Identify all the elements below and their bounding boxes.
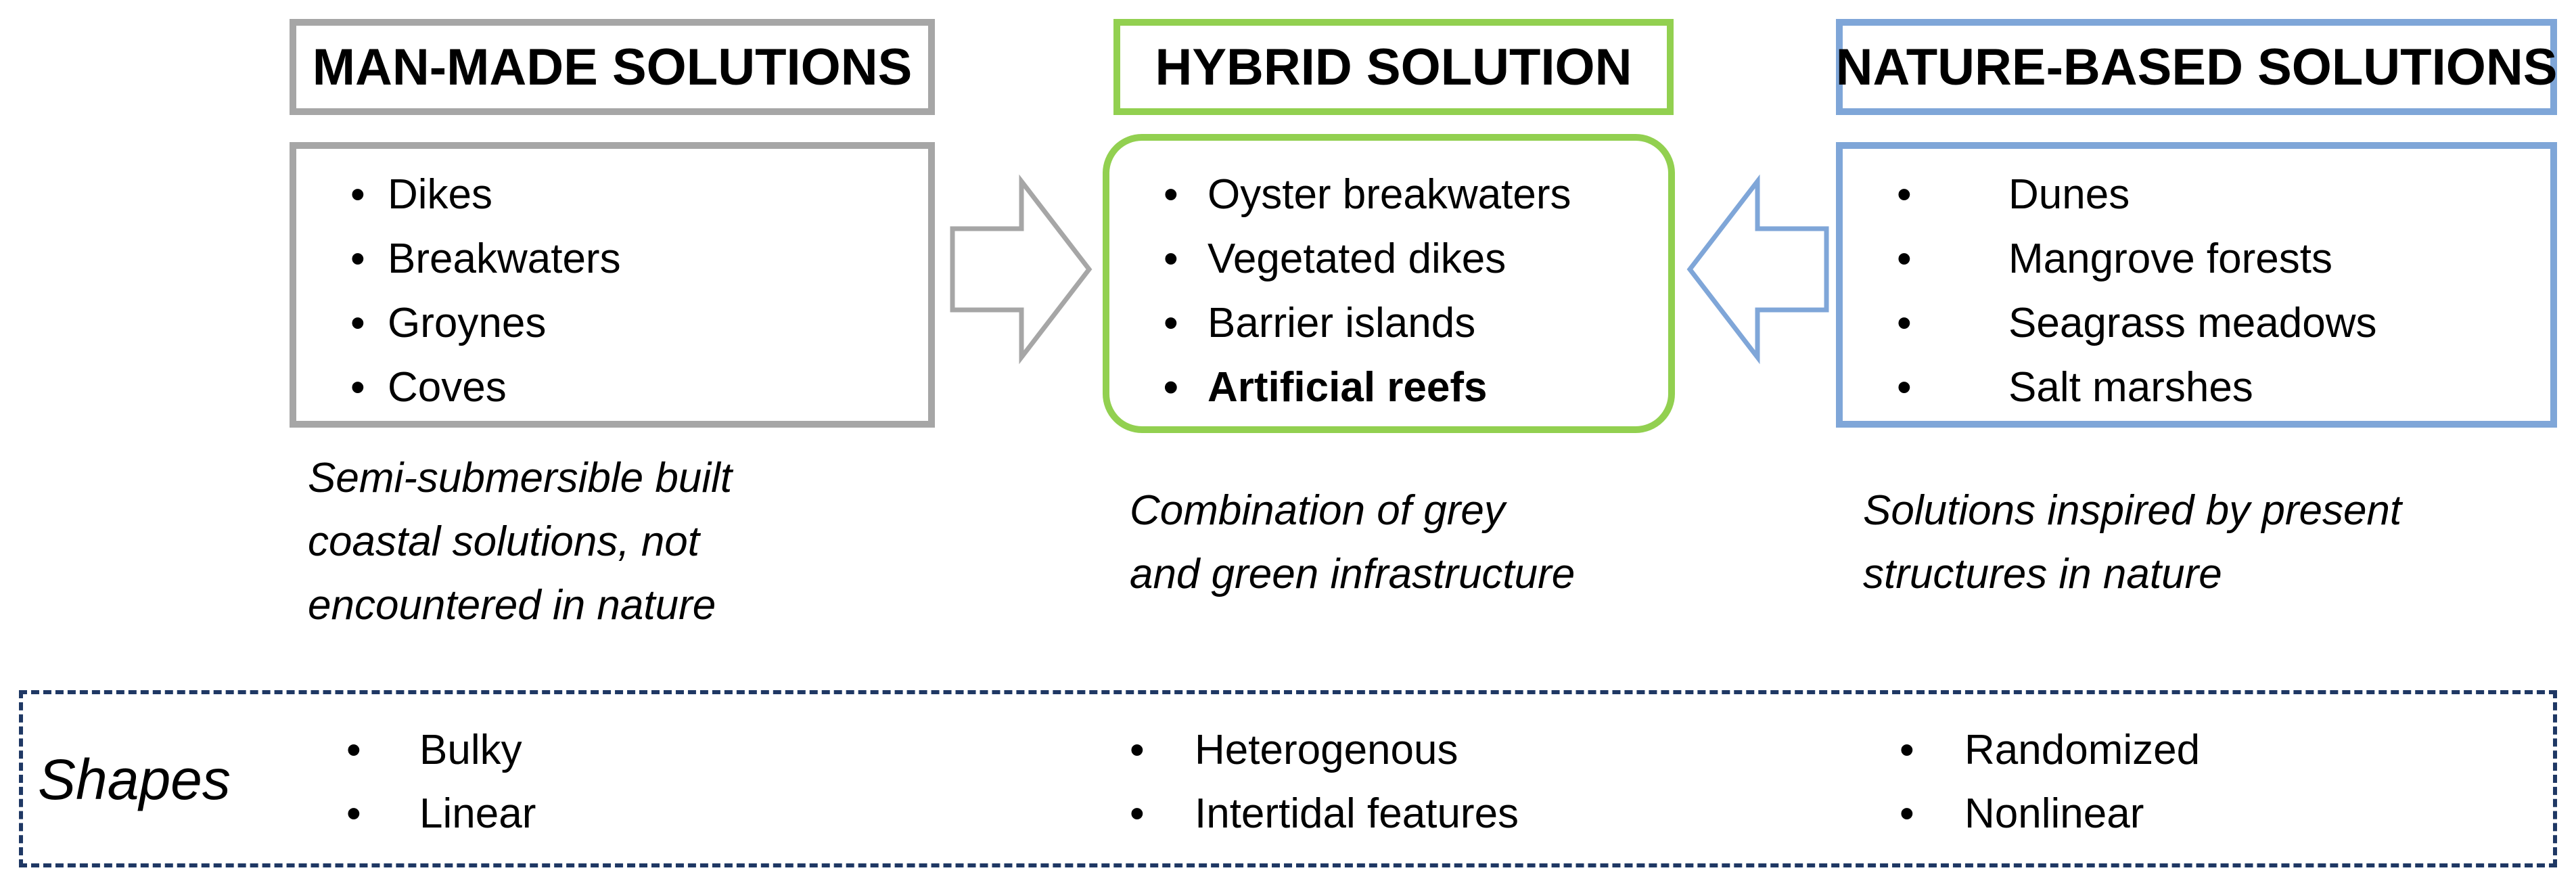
shapes-hybrid-list: Heterogenous Intertidal features — [1108, 719, 1519, 846]
man-made-list-box: Dikes Breakwaters Groynes Coves — [290, 142, 935, 428]
shape-item: Nonlinear — [1878, 782, 2200, 846]
nature-item: Salt marshes — [1843, 355, 2550, 420]
nature-header: NATURE-BASED SOLUTIONS — [1836, 19, 2557, 115]
shape-item: Heterogenous — [1108, 719, 1519, 782]
shape-item: Linear — [325, 782, 536, 846]
shapes-title: Shapes — [38, 748, 231, 811]
man-made-item: Dikes — [296, 162, 928, 227]
hybrid-header: HYBRID SOLUTION — [1113, 19, 1674, 115]
left-arrow-icon — [1686, 174, 1829, 365]
hybrid-item: Barrier islands — [1109, 291, 1668, 355]
hybrid-title: HYBRID SOLUTION — [1155, 38, 1632, 96]
right-arrow-icon — [950, 174, 1092, 365]
man-made-item: Groynes — [296, 291, 928, 355]
nature-list-box: Dunes Mangrove forests Seagrass meadows … — [1836, 142, 2557, 428]
nature-title: NATURE-BASED SOLUTIONS — [1835, 38, 2558, 96]
caption-line: Semi-submersible built — [308, 455, 733, 501]
man-made-item: Breakwaters — [296, 227, 928, 291]
caption-line: and green infrastructure — [1130, 551, 1576, 597]
shape-item: Randomized — [1878, 719, 2200, 782]
hybrid-item: Vegetated dikes — [1109, 227, 1668, 291]
shapes-nature-list: Randomized Nonlinear — [1878, 719, 2200, 846]
caption-line: Solutions inspired by present — [1863, 487, 2402, 534]
hybrid-item: Oyster breakwaters — [1109, 162, 1668, 227]
hybrid-list-box: Oyster breakwaters Vegetated dikes Barri… — [1103, 134, 1675, 433]
caption-line: Combination of grey — [1130, 487, 1505, 534]
nature-item: Mangrove forests — [1843, 227, 2550, 291]
nature-caption: Solutions inspired by present structures… — [1863, 479, 2401, 606]
man-made-item: Coves — [296, 355, 928, 420]
shapes-man-made-list: Bulky Linear — [325, 719, 536, 846]
caption-line: encountered in nature — [308, 582, 716, 629]
caption-line: structures in nature — [1863, 551, 2222, 597]
man-made-title: MAN-MADE SOLUTIONS — [312, 38, 913, 96]
shape-item: Intertidal features — [1108, 782, 1519, 846]
nature-list: Dunes Mangrove forests Seagrass meadows … — [1843, 162, 2550, 420]
man-made-list: Dikes Breakwaters Groynes Coves — [296, 162, 928, 420]
hybrid-item: Artificial reefs — [1109, 355, 1668, 420]
hybrid-caption: Combination of grey and green infrastruc… — [1130, 479, 1575, 606]
shapes-box: Shapes Bulky Linear Heterogenous Interti… — [19, 690, 2557, 867]
shape-item: Bulky — [325, 719, 536, 782]
nature-item: Dunes — [1843, 162, 2550, 227]
man-made-caption: Semi-submersible built coastal solutions… — [308, 447, 732, 637]
hybrid-list: Oyster breakwaters Vegetated dikes Barri… — [1109, 162, 1668, 420]
nature-item: Seagrass meadows — [1843, 291, 2550, 355]
caption-line: coastal solutions, not — [308, 518, 700, 565]
man-made-header: MAN-MADE SOLUTIONS — [290, 19, 935, 115]
